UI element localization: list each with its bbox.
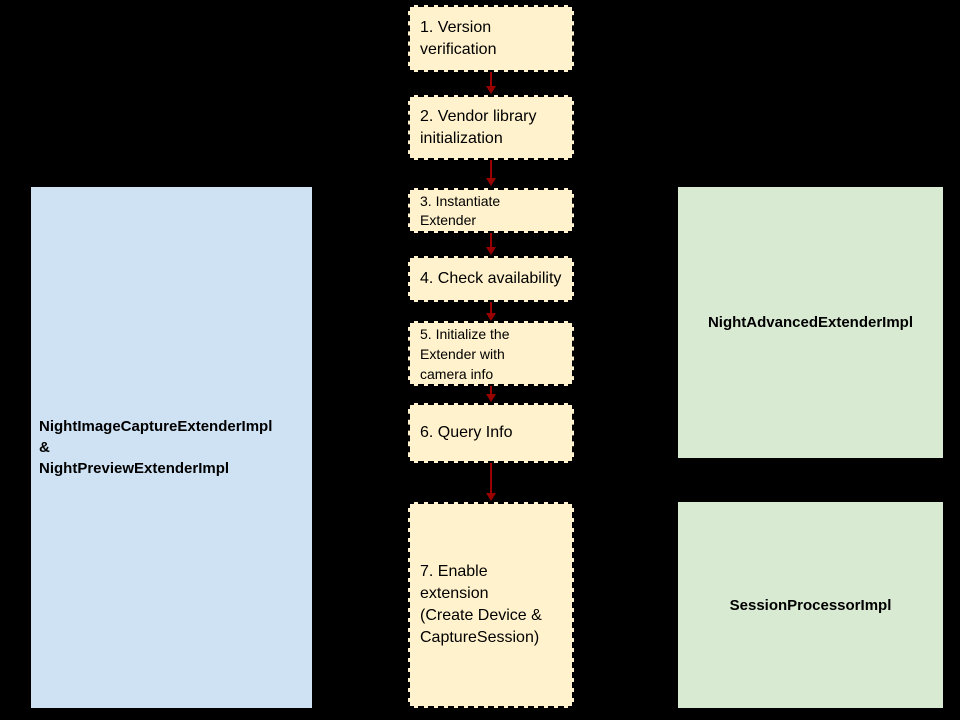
flow-arrow-2-to-3 [486,160,496,186]
flow-arrow-4-to-5 [486,302,496,321]
step-label-5: 5. Initialize the Extender with camera i… [420,325,510,382]
flow-arrow-1-to-2 [486,72,496,94]
step-box-7-enable-extension: 7. Enable extension (Create Device & Cap… [408,502,574,708]
step-label-3: 3. Instantiate Extender [420,192,501,228]
entity-label-night-capture-preview: NightImageCaptureExtenderImpl & NightPre… [39,418,273,477]
step-box-1-version-verification: 1. Version verification [408,5,574,72]
entity-label-night-advanced: NightAdvancedExtenderImpl [707,314,914,331]
flow-arrow-5-to-6 [486,386,496,402]
step-label-1: 1. Version verification [420,18,497,58]
flow-arrow-3-to-4 [486,233,496,255]
step-box-5-initialize-extender: 5. Initialize the Extender with camera i… [408,321,574,386]
step-label-6: 6. Query Info [420,424,513,441]
step-label-2: 2. Vendor library initialization [420,107,537,147]
step-label-7: 7. Enable extension (Create Device & Cap… [420,563,542,646]
entity-box-night-advanced: NightAdvancedExtenderImpl [678,187,943,458]
entity-box-night-capture-preview: NightImageCaptureExtenderImpl & NightPre… [31,187,312,708]
entity-box-session-processor: SessionProcessorImpl [678,502,943,708]
step-box-4-check-availability: 4. Check availability [408,256,574,302]
entity-label-session-processor: SessionProcessorImpl [729,596,892,614]
step-box-3-instantiate-extender: 3. Instantiate Extender [408,188,574,233]
step-box-6-query-info: 6. Query Info [408,403,574,463]
step-box-2-vendor-library-init: 2. Vendor library initialization [408,95,574,160]
step-label-4: 4. Check availability [420,270,562,287]
flow-arrow-6-to-7 [486,463,496,501]
